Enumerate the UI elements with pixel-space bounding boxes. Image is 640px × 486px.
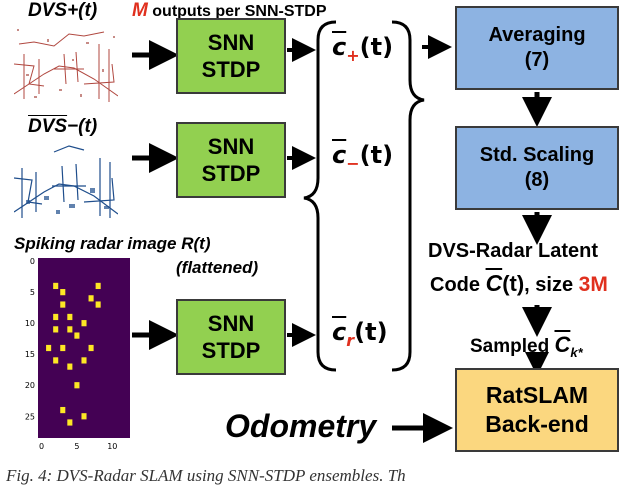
radar-heatmap: 0 5 10 15 20 25 0 5 10: [25, 257, 130, 451]
radar-xtick-5: 5: [74, 442, 79, 451]
radar-spike-2: [60, 289, 66, 296]
left-brace: [303, 20, 337, 372]
dvs-minus-label: DVS−(t): [28, 116, 98, 137]
radar-spike-19: [60, 406, 66, 414]
radar-spike-9: [53, 326, 59, 333]
c-minus-vector: c−(t): [332, 141, 394, 173]
averaging-label: Averaging: [488, 24, 586, 46]
radar-image: 0 5 10 15 20 25 0 5 10: [24, 254, 134, 454]
radar-ytick-20: 20: [25, 381, 35, 390]
radar-ytick-15: 15: [25, 350, 35, 359]
radar-spike-6: [53, 313, 59, 321]
radar-spike-10: [67, 326, 73, 333]
radar-spike-15: [53, 357, 59, 364]
radar-ytick-5: 5: [30, 288, 35, 297]
ratslam-line2: Back-end: [485, 411, 589, 437]
radar-spike-18: [74, 382, 80, 389]
radar-spike-20: [81, 413, 87, 420]
snn-stdp-box-1: SNN STDP: [176, 18, 286, 94]
radar-ytick-25: 25: [25, 412, 35, 421]
radar-spike-4: [60, 301, 66, 308]
radar-xtick-0: 0: [39, 442, 44, 451]
latent-code-line1: DVS-Radar Latent: [428, 240, 599, 262]
c-r-vector: cr(t): [332, 318, 388, 350]
radar-spike-11: [74, 332, 80, 339]
std-scaling-block: Std. Scaling (8): [455, 126, 619, 210]
figure-caption: Fig. 4: DVS-Radar SLAM using SNN-STDP en…: [6, 466, 406, 485]
dvs-plus-label: DVS+(t): [28, 0, 98, 21]
radar-sublabel: (flattened): [176, 258, 259, 277]
c-plus-vector: c+(t): [332, 33, 394, 65]
radar-xtick-10: 10: [107, 442, 117, 451]
std-scaling-eq: (8): [524, 169, 550, 191]
radar-spike-16: [81, 357, 87, 364]
latent-code-line2: Code C(t), size 3M: [430, 270, 608, 296]
snn-stdp-box-3-line1: SNN: [207, 310, 255, 336]
snn-stdp-box-2: SNN STDP: [176, 122, 286, 198]
snn-stdp-box-3: SNN STDP: [176, 299, 286, 375]
radar-spike-17: [67, 363, 73, 370]
radar-spike-5: [95, 301, 101, 308]
radar-background: [38, 258, 130, 438]
dvs-plus-image: [14, 24, 118, 104]
sampled-label: Sampled Ck*: [470, 332, 583, 360]
snn-stdp-box-2-line1: SNN: [207, 133, 255, 159]
snn-stdp-box-1-line1: SNN: [207, 29, 255, 55]
odometry-label: Odometry: [225, 408, 377, 444]
radar-spike-12: [46, 344, 52, 352]
averaging-eq: (7): [524, 49, 550, 71]
radar-spike-3: [88, 295, 94, 302]
radar-ytick-10: 10: [25, 319, 35, 328]
radar-ytick-0: 0: [30, 257, 35, 266]
right-brace: [391, 20, 425, 372]
radar-spike-1: [95, 282, 101, 290]
radar-spike-0: [53, 282, 59, 290]
radar-spike-7: [67, 313, 73, 321]
radar-spike-14: [88, 344, 94, 352]
ratslam-line1: RatSLAM: [485, 382, 589, 409]
radar-spike-8: [81, 320, 87, 327]
snn-stdp-box-2-line2: STDP: [201, 161, 261, 186]
outputs-note: M outputs per SNN-STDP: [132, 0, 327, 21]
snn-stdp-box-3-line2: STDP: [201, 338, 261, 363]
averaging-block: Averaging (7): [455, 6, 619, 90]
dvs-minus-image: [14, 140, 118, 220]
ratslam-block: RatSLAM Back-end: [455, 368, 619, 452]
radar-label: Spiking radar image R(t): [14, 234, 211, 253]
std-scaling-label: Std. Scaling: [479, 144, 595, 166]
snn-stdp-box-1-line2: STDP: [201, 57, 261, 82]
radar-spike-13: [60, 344, 66, 352]
radar-spike-21: [67, 419, 73, 426]
